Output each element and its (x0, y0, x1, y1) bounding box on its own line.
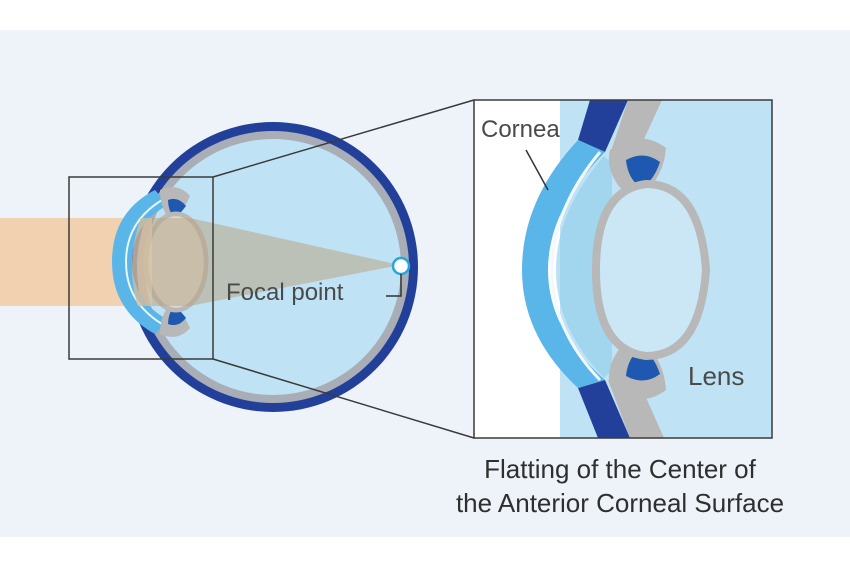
zoom-frame (473, 99, 773, 439)
zoom-view (474, 100, 772, 438)
caption: Flatting of the Center of the Anterior C… (420, 452, 820, 520)
zoom-line-bottom (212, 358, 475, 439)
focal-leader-line (386, 274, 402, 297)
lens-large (591, 179, 711, 361)
zoom-iris-upper-blue (626, 155, 660, 188)
zoom-sclera-top (578, 100, 628, 152)
anterior-chamber (556, 156, 612, 378)
cornea-large-edge (550, 151, 602, 382)
inset-frame (68, 176, 214, 360)
focal-point-marker (391, 256, 411, 276)
cornea-small (112, 190, 168, 334)
cornea-large (522, 140, 605, 388)
focal-point-label: Focal point (226, 279, 344, 306)
cornea-leader-line (525, 149, 549, 191)
zoom-line-top (212, 99, 475, 178)
zoom-gray-top (610, 100, 662, 154)
lens-label: Lens (688, 361, 745, 391)
beam-over-cornea (132, 218, 152, 306)
zoom-gray-bottom (608, 380, 664, 438)
light-cone (132, 218, 400, 306)
cornea-label: Cornea (481, 116, 560, 143)
caption-line-2: the Anterior Corneal Surface (455, 488, 785, 518)
eyeball (112, 122, 418, 412)
zoom-sclera-bottom (578, 380, 630, 438)
cornea-inner-line (124, 199, 163, 325)
caption-line-1: Flatting of the Center of (484, 454, 756, 484)
